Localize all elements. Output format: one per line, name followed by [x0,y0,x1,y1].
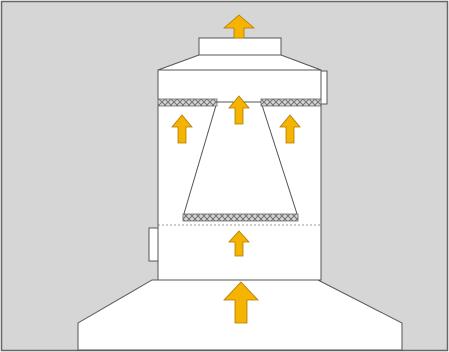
up-arrow-icon [228,230,250,257]
outlet-box [198,37,282,56]
up-arrow-icon [228,95,250,125]
side-port-left [148,227,159,262]
up-arrow-icon [222,14,256,39]
lower-filter [182,213,299,222]
up-arrow-icon [223,281,259,324]
upper-filter-left [157,98,218,107]
upper-filter-right [260,98,322,107]
up-arrow-icon [279,114,301,144]
side-port-right [320,70,328,105]
up-arrow-icon [171,114,193,144]
